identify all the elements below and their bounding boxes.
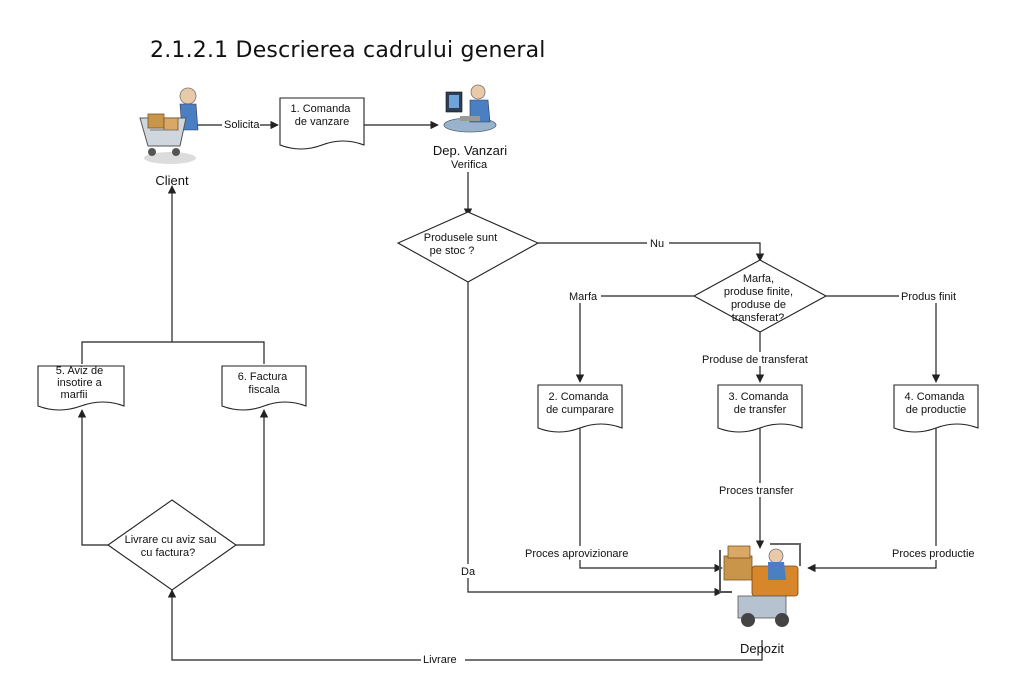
edge-livrare — [167, 589, 763, 661]
actor-sales-label: Dep. Vanzari — [433, 143, 507, 158]
label-nu: Nu — [650, 238, 664, 250]
edge-produs-finit — [824, 295, 941, 383]
actor-warehouse-label: Depozit — [740, 641, 784, 656]
decision-in-stock — [396, 211, 540, 283]
decision-delivery — [107, 499, 237, 591]
doc-production-order-text: 4. Comanda de productie — [905, 391, 968, 416]
edge-to-aviz — [77, 409, 108, 546]
edge-to-factura — [236, 409, 269, 546]
label-proces-productie: Proces productie — [892, 548, 975, 560]
doc-transfer-order-text: 3. Comanda de transfer — [729, 391, 792, 416]
decision-product-type — [692, 259, 828, 333]
document-texts: 1. Comanda de vanzare 2. Comanda de cump… — [56, 103, 968, 416]
edge-nu — [538, 242, 765, 262]
doc-delivery-note — [37, 365, 125, 411]
sales-desk-icon — [443, 84, 497, 133]
client-cart-icon — [139, 87, 199, 164]
edge-da — [467, 282, 723, 597]
decision-in-stock-text: Produsele sunt pe stoc ? — [424, 232, 500, 257]
label-solicita: Solicita — [224, 119, 260, 131]
label-da: Da — [461, 566, 476, 578]
label-proces-transfer: Proces transfer — [719, 485, 794, 497]
edge-docs-join — [81, 341, 265, 364]
doc-transfer-order — [717, 384, 803, 433]
connectors — [77, 120, 941, 661]
doc-delivery-note-text: 5. Aviz de insotire a marfii — [56, 365, 107, 401]
label-livrare: Livrare — [423, 654, 457, 666]
doc-invoice-text: 6. Factura fiscala — [238, 371, 291, 396]
doc-purchase-order — [537, 384, 623, 433]
label-produse-transferat: Produse de transferat — [702, 354, 808, 366]
edge-proces-productie — [807, 428, 937, 573]
actor-client-label: Client — [155, 173, 189, 188]
edge-labels: Solicita Nu Marfa Produs finit Produse d… — [222, 117, 982, 666]
label-proces-aprovizionare: Proces aprovizionare — [525, 548, 628, 560]
decision-delivery-text: Livrare cu aviz sau cu factura? — [125, 534, 220, 559]
label-produs-finit: Produs finit — [901, 291, 956, 303]
label-marfa: Marfa — [569, 291, 598, 303]
documents — [37, 97, 979, 433]
warehouse-forklift-icon — [719, 543, 801, 627]
doc-sales-order-text: 1. Comanda de vanzare — [291, 103, 354, 128]
doc-production-order — [893, 384, 979, 433]
doc-invoice — [221, 365, 307, 411]
decisions — [107, 211, 828, 591]
doc-sales-order — [279, 97, 365, 150]
doc-purchase-order-text: 2. Comanda de cumparare — [546, 391, 614, 416]
edge-proces-aprovizionare — [579, 428, 723, 573]
edge-marfa — [575, 295, 696, 383]
decision-product-type-text: Marfa, produse finite, produse de transf… — [724, 273, 796, 324]
decision-texts: Produsele sunt pe stoc ? Marfa, produse … — [125, 232, 796, 559]
page-heading: 2.1.2.1 Descrierea cadrului general — [150, 38, 546, 63]
label-verifica: Verifica — [451, 159, 488, 171]
